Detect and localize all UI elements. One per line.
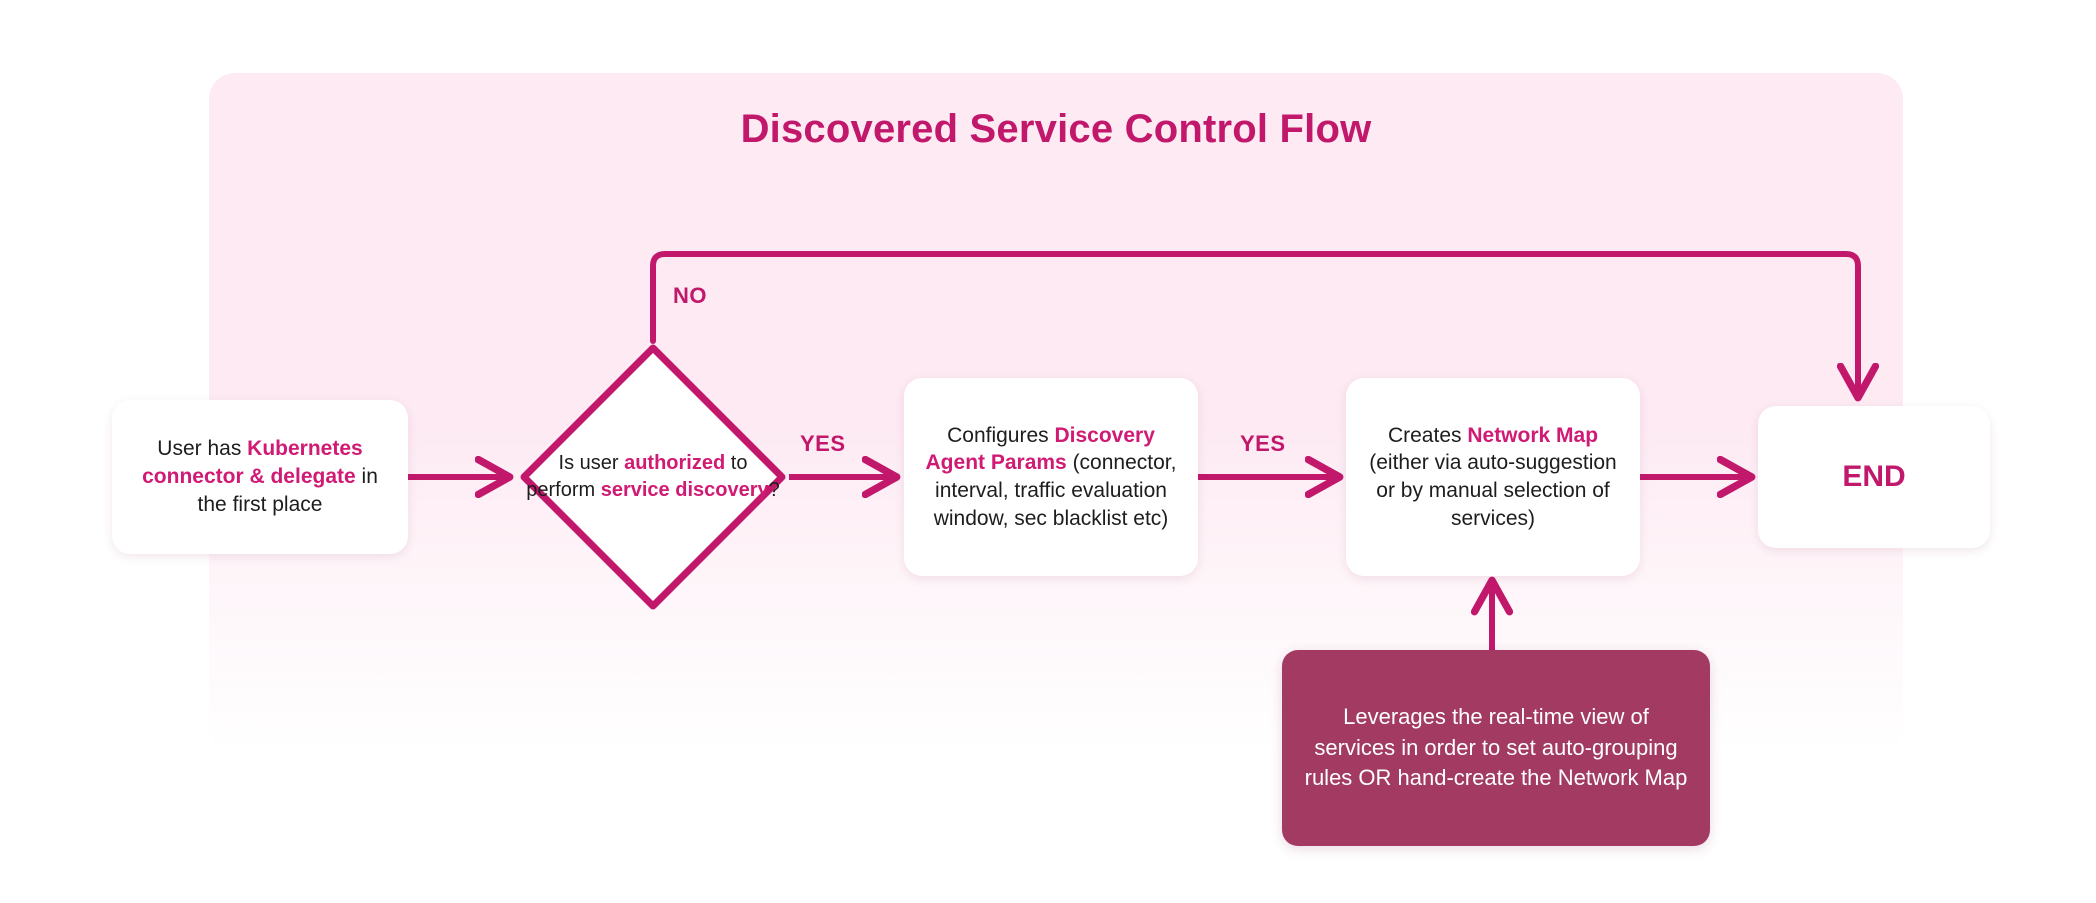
decision-diamond-text: Is user authorized to perform service di…	[526, 452, 780, 501]
end-box[interactable]: END	[1758, 406, 1990, 548]
network-map-box[interactable]: Creates Network Map (either via auto-sug…	[1346, 378, 1640, 576]
callout-box[interactable]: Leverages the real-time view of services…	[1282, 650, 1710, 846]
discovery-agent-params-box[interactable]: Configures Discovery Agent Params (conne…	[904, 378, 1198, 576]
end-box-label: END	[1842, 460, 1906, 494]
edge-label-yes-1: YES	[800, 431, 846, 456]
decision-diamond-shape	[520, 344, 786, 610]
decision-diamond[interactable]: Is user authorized to perform service di…	[517, 341, 789, 613]
edge-label-no: NO	[673, 283, 707, 308]
discovery-agent-params-text: Configures Discovery Agent Params (conne…	[925, 423, 1177, 530]
page-title: Discovered Service Control Flow	[740, 107, 1372, 151]
edge-label-yes-2: YES	[1240, 431, 1286, 456]
callout-box-text: Leverages the real-time view of services…	[1304, 704, 1688, 791]
network-map-text: Creates Network Map (either via auto-sug…	[1369, 423, 1617, 530]
start-box-text: User has Kubernetes connector & delegate…	[142, 437, 378, 516]
start-box[interactable]: User has Kubernetes connector & delegate…	[112, 400, 408, 554]
